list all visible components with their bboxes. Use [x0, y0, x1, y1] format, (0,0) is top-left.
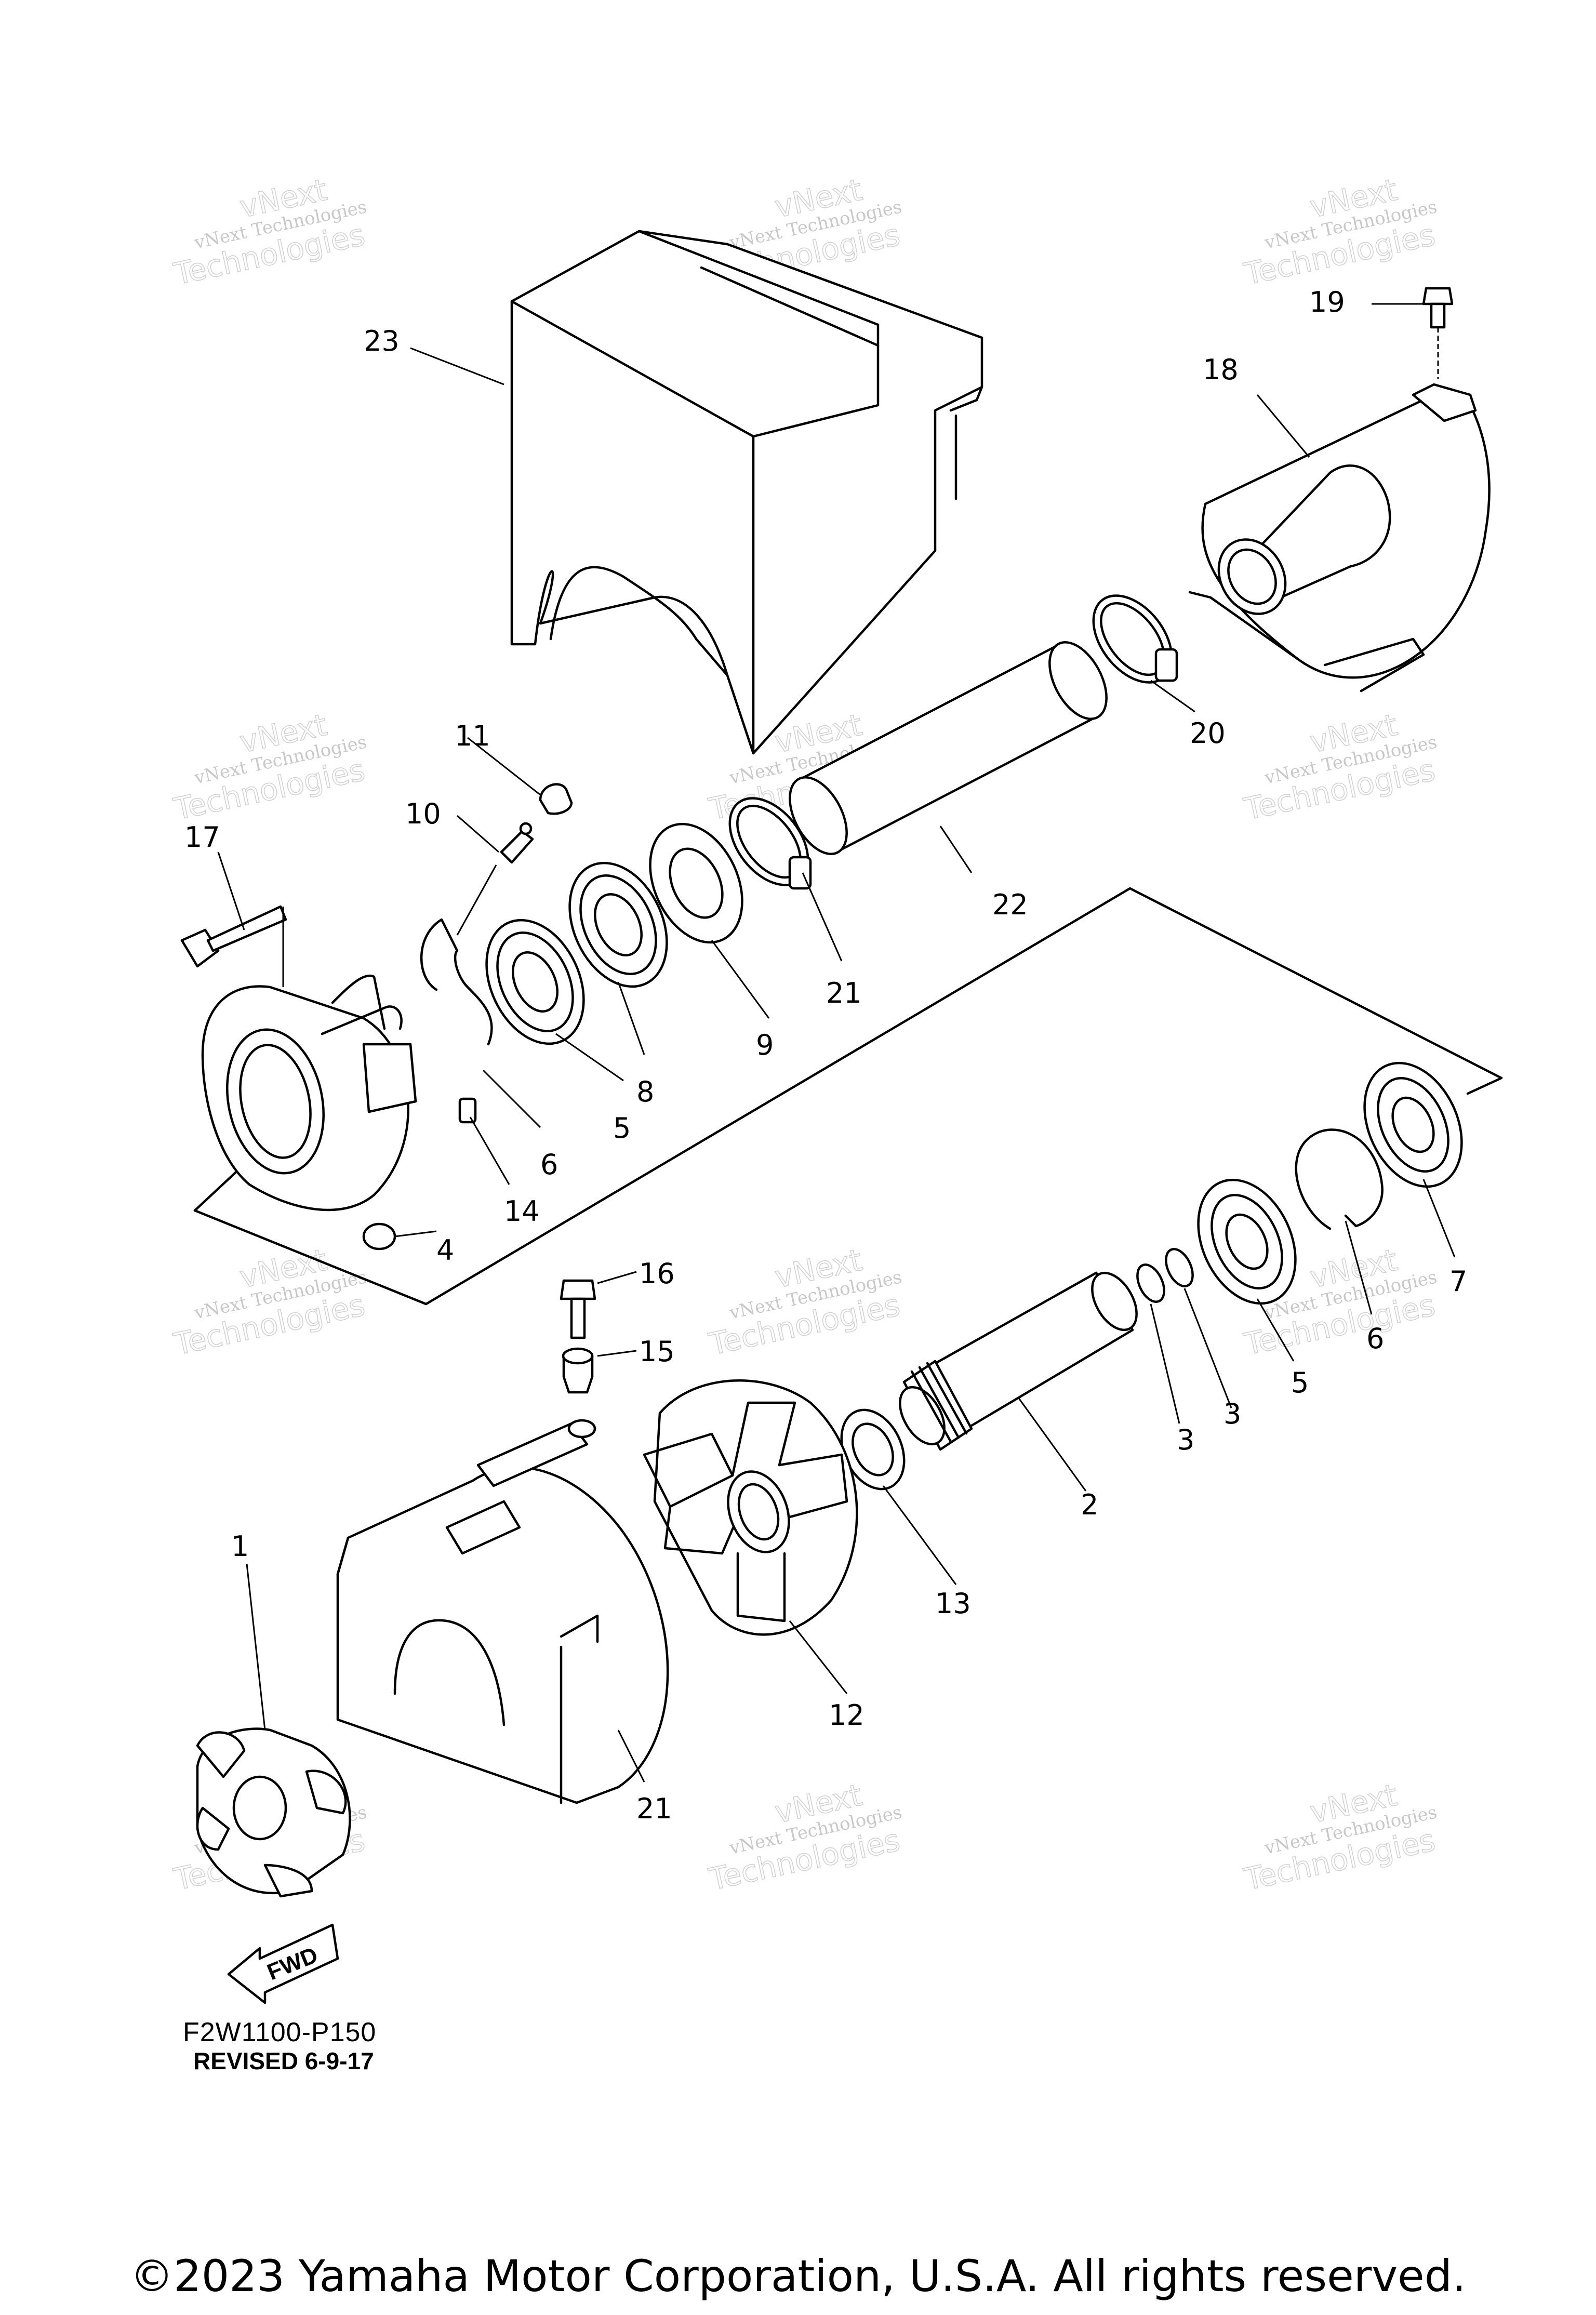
callout-5-lower: 5 [1291, 1366, 1309, 1399]
part-6-circlip-upper [420, 918, 493, 1046]
part-20-bolt [1422, 287, 1454, 379]
callouts: 23 19 18 20 22 21 9 8 5 6 14 4 11 10 17 … [184, 286, 1467, 1825]
callout-7: 7 [1449, 1265, 1467, 1298]
part-8-seal [568, 861, 668, 988]
watermark: vNext vNext Technologies Technologies [1241, 171, 1439, 292]
watermark: vNext vNext Technologies Technologies [1241, 1777, 1439, 1898]
callout-1: 1 [231, 1530, 249, 1563]
copyright-notice: ©2023 Yamaha Motor Corporation, U.S.A. A… [130, 2251, 1466, 2301]
part-22-hose [789, 641, 1108, 855]
part-7-bearing [1363, 1061, 1463, 1188]
part-17-duct [336, 1419, 669, 1804]
callout-14: 14 [504, 1195, 540, 1228]
part-5-bearing-upper [485, 919, 585, 1045]
callout-16: 16 [639, 1257, 675, 1290]
callout-23: 23 [364, 325, 400, 357]
part-3-o-ring-b [1165, 1248, 1194, 1287]
part-2-shaft [899, 1271, 1138, 1451]
callout-9: 9 [756, 1029, 774, 1061]
callout-8: 8 [636, 1075, 654, 1108]
part-10-grease-nipple [456, 822, 534, 936]
part-14-pin [458, 1097, 477, 1124]
part-15-collar [562, 1347, 594, 1394]
part-9-seal [649, 822, 743, 944]
part-13-spacer [840, 1408, 906, 1491]
callout-12: 12 [829, 1699, 864, 1732]
part-18-bolt [180, 905, 287, 987]
part-16-bolt [560, 1279, 596, 1339]
diagram-code: F2W1100-P150 [183, 2017, 377, 2047]
callout-20: 19 [1309, 286, 1345, 318]
part-3-o-ring-a [1136, 1263, 1165, 1303]
callout-11: 11 [455, 720, 490, 752]
part-21-clamp-lower [728, 797, 812, 890]
callout-15: 15 [639, 1335, 675, 1368]
callout-18: 17 [184, 821, 220, 854]
callout-5-upper: 5 [613, 1112, 631, 1145]
callout-6-upper: 6 [540, 1148, 558, 1181]
part-5-bearing-lower [1197, 1178, 1297, 1305]
part-6-circlip-lower [1295, 1128, 1384, 1230]
callout-22: 22 [992, 888, 1028, 921]
revision-label: REVISED 6-9-17 [193, 2047, 374, 2074]
callout-3-a: 3 [1177, 1423, 1194, 1456]
part-19-nozzle [1188, 383, 1491, 693]
part-23-cover [510, 230, 983, 755]
watermark: vNext vNext Technologies Technologies [170, 707, 369, 828]
callout-6-lower: 6 [1366, 1322, 1384, 1355]
callout-3-b: 3 [1223, 1398, 1241, 1430]
callout-2: 2 [1081, 1488, 1098, 1521]
callout-21-lower: 21 [826, 977, 862, 1009]
part-21-clamp-upper [1092, 594, 1178, 684]
fwd-arrow-icon: FWD [227, 1923, 339, 2004]
watermark: vNext vNext Technologies Technologies [706, 1242, 904, 1363]
callout-21-upper: 20 [1190, 717, 1226, 750]
watermark: vNext vNext Technologies Technologies [170, 171, 369, 292]
callout-17: 21 [636, 1792, 672, 1825]
callout-10: 10 [405, 797, 441, 830]
part-1-rubber [196, 1727, 351, 1898]
part-4-housing [193, 887, 1503, 1306]
part-11-cap [539, 783, 573, 815]
watermark: vNext vNext Technologies Technologies [1241, 707, 1439, 828]
watermark: vNext vNext Technologies Technologies [170, 1242, 369, 1363]
leader-lines [217, 303, 1456, 1782]
part-12-impeller [643, 1379, 858, 1636]
callout-4: 4 [436, 1234, 454, 1267]
callout-19: 18 [1203, 353, 1239, 386]
callout-13: 13 [935, 1587, 971, 1620]
watermark: vNext vNext Technologies Technologies [706, 1777, 904, 1898]
